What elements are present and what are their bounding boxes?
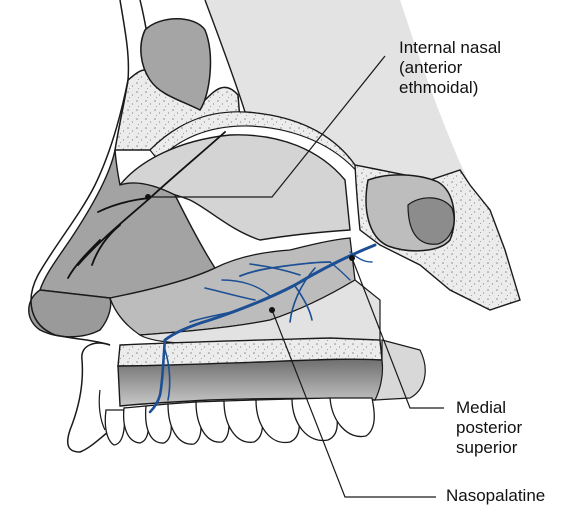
upper-teeth <box>105 398 374 445</box>
label-nasopalatine: Nasopalatine <box>446 486 545 506</box>
nasal-tip <box>29 290 111 337</box>
label-internal-nasal-line3: ethmoidal) <box>399 78 501 98</box>
label-medial-posterior-superior: Medial posterior superior <box>456 398 522 458</box>
label-medial-line2: posterior <box>456 418 522 438</box>
label-internal-nasal-line1: Internal nasal <box>399 38 501 58</box>
label-medial-line1: Medial <box>456 398 522 418</box>
dot-medial-posterior-superior <box>349 255 355 261</box>
label-internal-nasal-line2: (anterior <box>399 58 501 78</box>
label-nasopalatine-text: Nasopalatine <box>446 486 545 506</box>
dot-internal-nasal <box>145 194 151 200</box>
upper-lip <box>68 343 110 452</box>
dot-nasopalatine <box>269 307 275 313</box>
soft-palate <box>375 340 425 400</box>
label-internal-nasal: Internal nasal (anterior ethmoidal) <box>399 38 501 98</box>
label-medial-line3: superior <box>456 438 522 458</box>
